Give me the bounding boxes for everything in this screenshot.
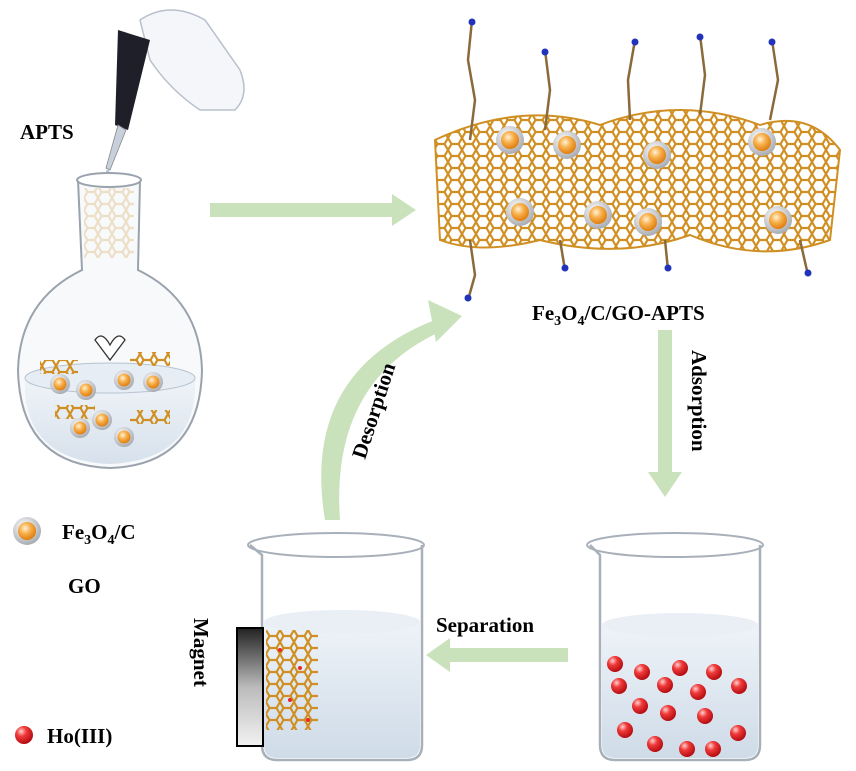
legend-fe3o4c-label: Fe3O4/C <box>62 520 136 548</box>
fe3o4c-particles <box>496 126 792 236</box>
beaker-adsorption <box>586 532 764 762</box>
round-bottom-flask <box>16 172 204 470</box>
arrow-right <box>210 194 416 226</box>
product-label: Fe3O4/C/GO-APTS <box>532 301 705 329</box>
legend-fe3o4c-icon <box>13 517 41 545</box>
legend-ho-label: Ho(III) <box>47 724 112 748</box>
separation-label: Separation <box>436 613 534 637</box>
magnet-label: Magnet <box>189 618 213 687</box>
legend: Fe3O4/C GO Ho(III) <box>13 517 136 748</box>
amine-chains <box>466 19 810 301</box>
legend-ho-icon <box>15 726 33 744</box>
ho-ions <box>607 656 747 757</box>
beaker-separation <box>247 532 425 762</box>
go-apts-sheet <box>433 18 842 302</box>
arrow-down <box>648 330 682 497</box>
pipette-hand-icon <box>104 9 245 181</box>
arrow-curved-desorption <box>321 300 462 520</box>
magnet-icon <box>236 627 264 747</box>
legend-go-label: GO <box>68 574 101 598</box>
arrow-left <box>426 638 568 672</box>
apts-label: APTS <box>20 120 74 144</box>
fe3o4c-particles <box>50 370 163 447</box>
adsorption-label: Adsorption <box>687 350 711 452</box>
